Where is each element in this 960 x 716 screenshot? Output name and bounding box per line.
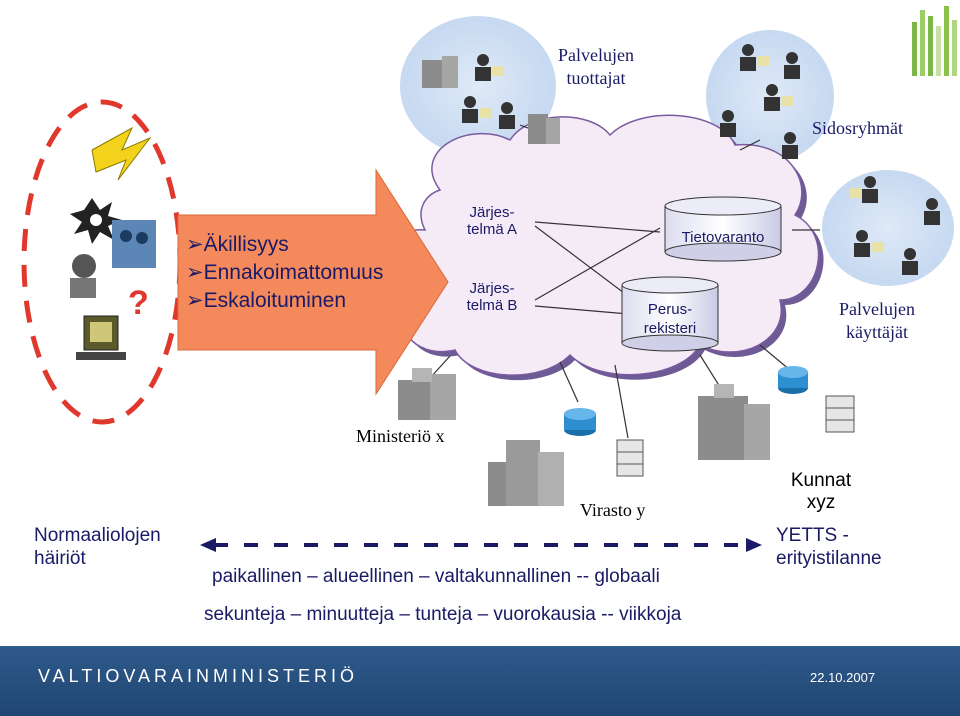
server-icon-1 xyxy=(616,439,644,477)
stakeholders-bubble xyxy=(706,30,834,162)
building-icon-ministry xyxy=(398,368,456,420)
producers-bubble xyxy=(400,16,556,156)
normal-line1: Normaaliolojen xyxy=(34,525,161,546)
server-icon-2 xyxy=(825,395,855,433)
perusrekisteri-cylinder xyxy=(621,276,719,352)
perusrekisteri-label: Perus- rekisteri xyxy=(622,300,718,338)
user-icons xyxy=(462,44,940,275)
footer-bar: VALTIOVARAINMINISTERIÖ 22.10.2007 xyxy=(0,646,960,716)
ministry-label: Ministeriö x xyxy=(356,426,445,446)
tietovaranto-label: Tietovaranto xyxy=(681,229,765,246)
system-a-line2: telmä A xyxy=(466,221,518,238)
municipality-line1: Kunnat xyxy=(790,470,852,491)
scale-arrow xyxy=(200,538,762,552)
footer-date: 22.10.2007 xyxy=(810,670,876,685)
logo-bars-icon xyxy=(912,6,957,76)
explosion-icon xyxy=(70,198,122,244)
producers-line1: Palvelujen xyxy=(558,45,634,65)
impact-arrow xyxy=(177,168,449,396)
users-line2: käyttäjät xyxy=(846,322,908,342)
yetts-line1: YETTS - xyxy=(776,525,849,546)
lightning-icon xyxy=(91,126,152,181)
temporal-scale-text: sekunteja – minuutteja – tunteja – vuoro… xyxy=(204,604,682,625)
producers-label: Palvelujen tuottajat xyxy=(544,44,648,90)
system-b-label: Järjes- telmä B xyxy=(462,280,522,314)
risk-list: ➢Äkillisyys ➢Ennakoimattomuus ➢Eskaloitu… xyxy=(186,231,383,315)
connection-lines xyxy=(429,124,820,439)
question-mark: ? xyxy=(128,284,149,322)
agency-label: Virasto y xyxy=(580,500,646,520)
router-icon-1 xyxy=(564,408,596,436)
municipality-label: Kunnat xyz xyxy=(776,470,866,514)
municipality-line2: xyz xyxy=(806,492,836,513)
normal-line2: häiriöt xyxy=(34,548,86,569)
footer-brand: VALTIOVARAINMINISTERIÖ xyxy=(38,666,359,686)
users-line1: Palvelujen xyxy=(839,299,915,319)
perusrekisteri-line2: rekisteri xyxy=(643,320,697,337)
special-situation-label: YETTS - erityistilanne xyxy=(776,524,882,570)
yetts-line2: erityistilanne xyxy=(776,548,882,569)
router-icon-2 xyxy=(778,366,808,394)
risk-item-ennakoimattomuus: ➢Ennakoimattomuus xyxy=(186,261,384,284)
normal-disturbances-label: Normaaliolojen häiriöt xyxy=(34,524,161,570)
spatial-scale-text: paikallinen – alueellinen – valtakunnall… xyxy=(212,566,660,587)
risk-item-akillisyys: ➢Äkillisyys xyxy=(186,233,289,256)
building-icon-municipality xyxy=(698,384,770,460)
stakeholders-label: Sidosryhmät xyxy=(812,118,904,138)
building-icon-producer-2 xyxy=(528,114,560,144)
system-a-label: Järjes- telmä A xyxy=(462,204,522,238)
people-icon xyxy=(112,220,156,268)
system-b-line2: telmä B xyxy=(466,297,518,314)
perusrekisteri-line1: Perus- xyxy=(647,301,693,318)
producers-line2: tuottajat xyxy=(566,68,626,88)
building-icon-producer-1 xyxy=(422,56,458,88)
risk-item-eskaloituminen: ➢Eskaloituminen xyxy=(186,289,347,312)
tietovaranto-cylinder xyxy=(664,196,782,262)
building-icon-agency xyxy=(488,440,564,506)
system-b-line1: Järjes- xyxy=(469,280,515,297)
users-label: Palvelujen käyttäjät xyxy=(822,298,932,344)
system-a-line1: Järjes- xyxy=(469,204,515,221)
worried-person-icon xyxy=(70,254,96,298)
broken-computer-icon xyxy=(76,315,126,360)
users-bubble xyxy=(822,170,954,286)
